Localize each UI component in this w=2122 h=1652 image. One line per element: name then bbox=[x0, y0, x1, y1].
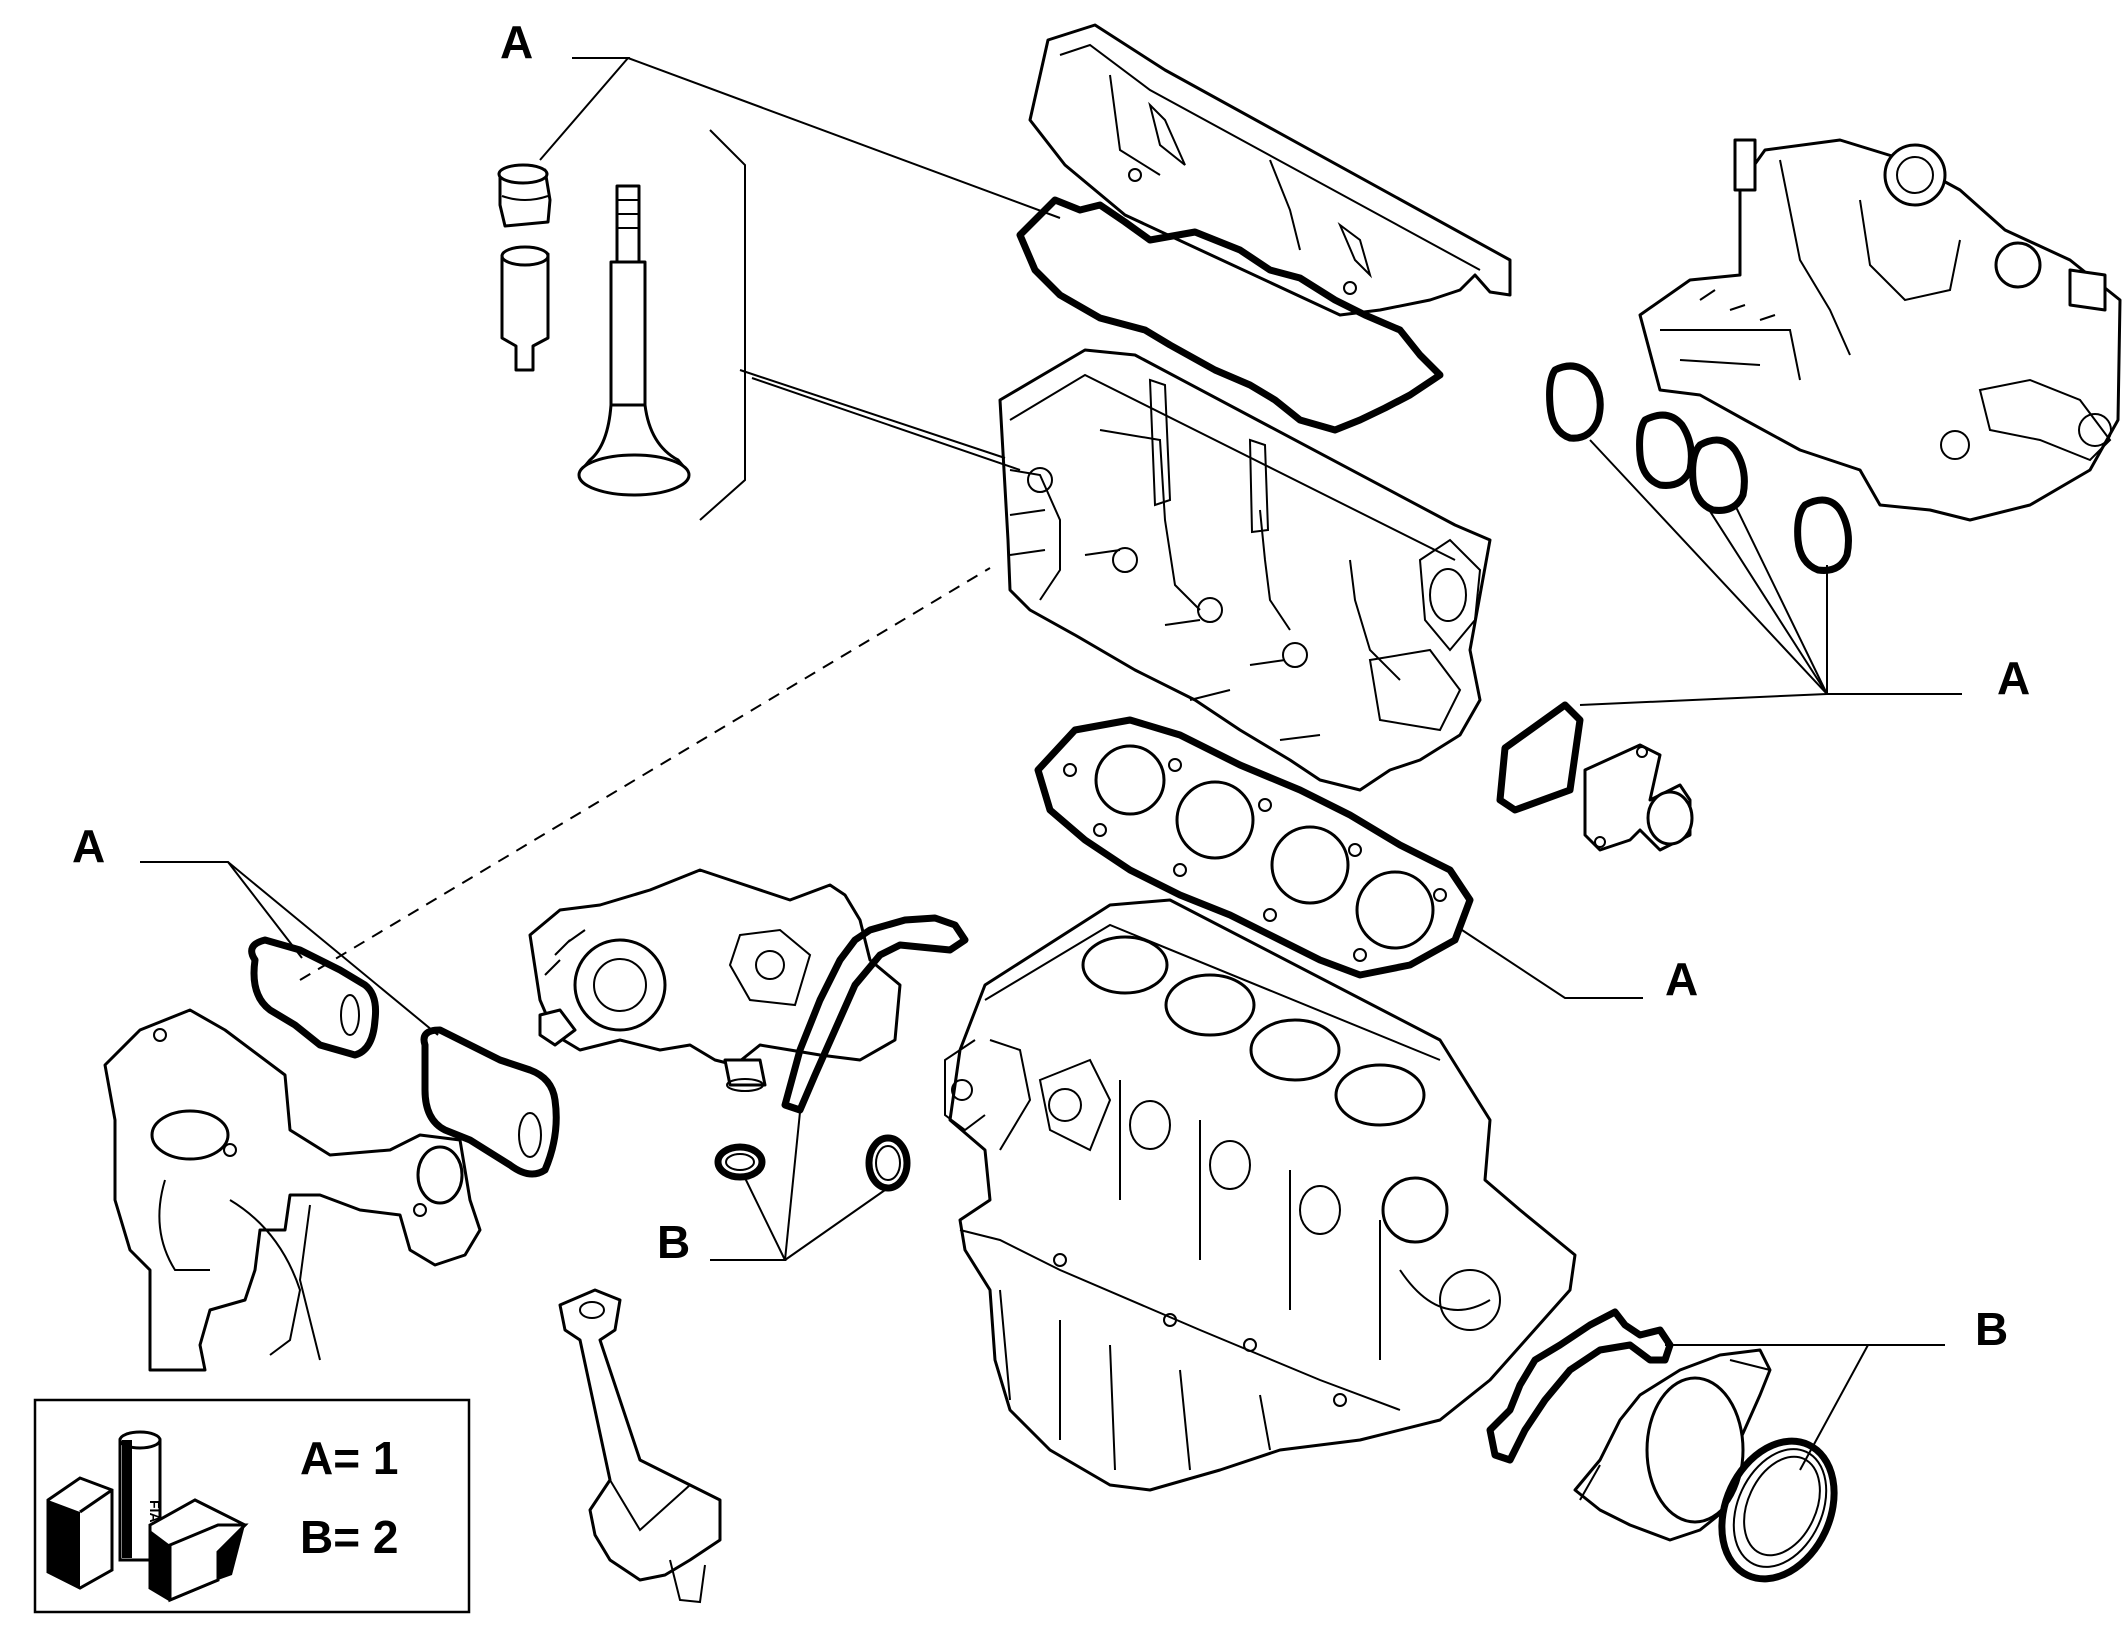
kit-legend: FIAT A= 1 B= 2 bbox=[33, 1398, 471, 1614]
rear-cover-gasket bbox=[1486, 1308, 1674, 1464]
valve-bracket bbox=[699, 129, 746, 521]
injection-pump bbox=[1638, 138, 2122, 522]
legend-line-b: B= 2 bbox=[300, 1511, 398, 1563]
valve bbox=[577, 184, 691, 497]
valve-guide bbox=[500, 245, 550, 372]
exhaust-manifold-gaskets bbox=[248, 936, 560, 1178]
water-pump bbox=[528, 868, 902, 1092]
thermostat-housing bbox=[1583, 743, 1694, 852]
engine-block bbox=[944, 898, 1577, 1492]
b-seal-rings bbox=[714, 1134, 911, 1192]
head-gasket bbox=[1034, 716, 1474, 979]
rocker-cover bbox=[1028, 23, 1512, 317]
exhaust-manifold bbox=[103, 1008, 482, 1372]
rocker-cover-gasket bbox=[1016, 196, 1444, 434]
rear-seal-carrier bbox=[1573, 1348, 1772, 1542]
callout-b-left: B bbox=[657, 1216, 690, 1268]
kit-boxes-icon: FIAT bbox=[46, 1430, 249, 1603]
thermostat-gasket bbox=[1496, 701, 1584, 814]
callout-a-top: A bbox=[500, 16, 533, 68]
callout-a-head-gasket: A bbox=[1665, 953, 1698, 1005]
pump-seal-rings bbox=[1546, 362, 1852, 574]
callout-leader-lines bbox=[140, 57, 1962, 1471]
rear-main-seal bbox=[1718, 1437, 1838, 1583]
valve-stem-seal bbox=[497, 163, 552, 228]
callout-a-right: A bbox=[1997, 652, 2030, 704]
oil-pickup-tube bbox=[558, 1288, 722, 1604]
callout-a-left: A bbox=[72, 820, 105, 872]
callout-b-right: B bbox=[1975, 1303, 2008, 1355]
cylinder-head bbox=[998, 348, 1492, 792]
legend-line-a: A= 1 bbox=[300, 1432, 398, 1484]
water-pump-gasket bbox=[781, 914, 969, 1114]
